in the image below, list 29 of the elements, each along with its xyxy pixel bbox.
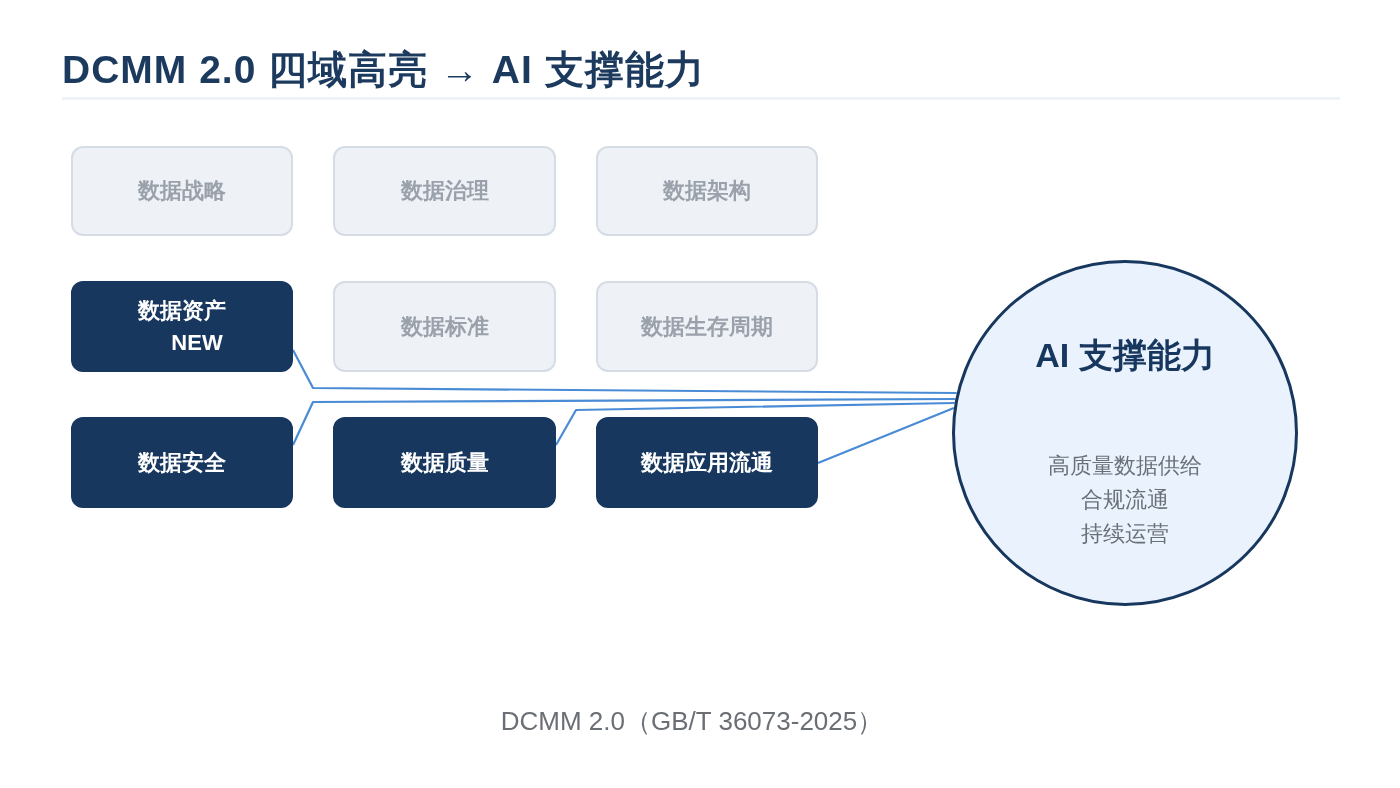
- circle-heading: AI 支撑能力: [1035, 335, 1215, 375]
- box-label: 数据治理: [400, 177, 489, 205]
- domain-box: [333, 281, 556, 372]
- circle-text: 高质量数据供给: [1048, 452, 1202, 480]
- connector-line: [555, 401, 955, 446]
- connector-line: [292, 397, 956, 446]
- highlighted-domain-box: [596, 417, 818, 508]
- highlighted-domain-box: [333, 417, 556, 508]
- circle-text: 合规流通: [1081, 486, 1169, 514]
- tag-text: NEW: [171, 328, 223, 357]
- box-label: 数据生存周期: [641, 312, 773, 341]
- domain-box: [596, 146, 818, 236]
- box-label: 数据应用流通: [641, 448, 773, 477]
- box-label: 数据资产: [138, 296, 226, 325]
- caption: DCMM 2.0（GB/T 36073-2025）: [500, 705, 884, 738]
- box-label: 数据架构: [663, 177, 751, 205]
- domain-box: [71, 146, 293, 236]
- domain-box: [333, 146, 556, 236]
- circle-text: 持续运营: [1081, 520, 1169, 548]
- connector-line: [817, 406, 955, 464]
- highlighted-domain-box: [71, 281, 293, 372]
- connector-line: [292, 349, 957, 395]
- highlighted-domain-box: [71, 417, 293, 508]
- domain-box: [596, 281, 818, 372]
- box-label: 数据战略: [138, 177, 226, 205]
- box-label: 数据质量: [400, 448, 489, 477]
- box-label: 数据安全: [138, 448, 226, 477]
- title: DCMM 2.0 四域高亮 → AI 支撑能力: [62, 47, 705, 93]
- box-label: 数据标准: [400, 312, 489, 341]
